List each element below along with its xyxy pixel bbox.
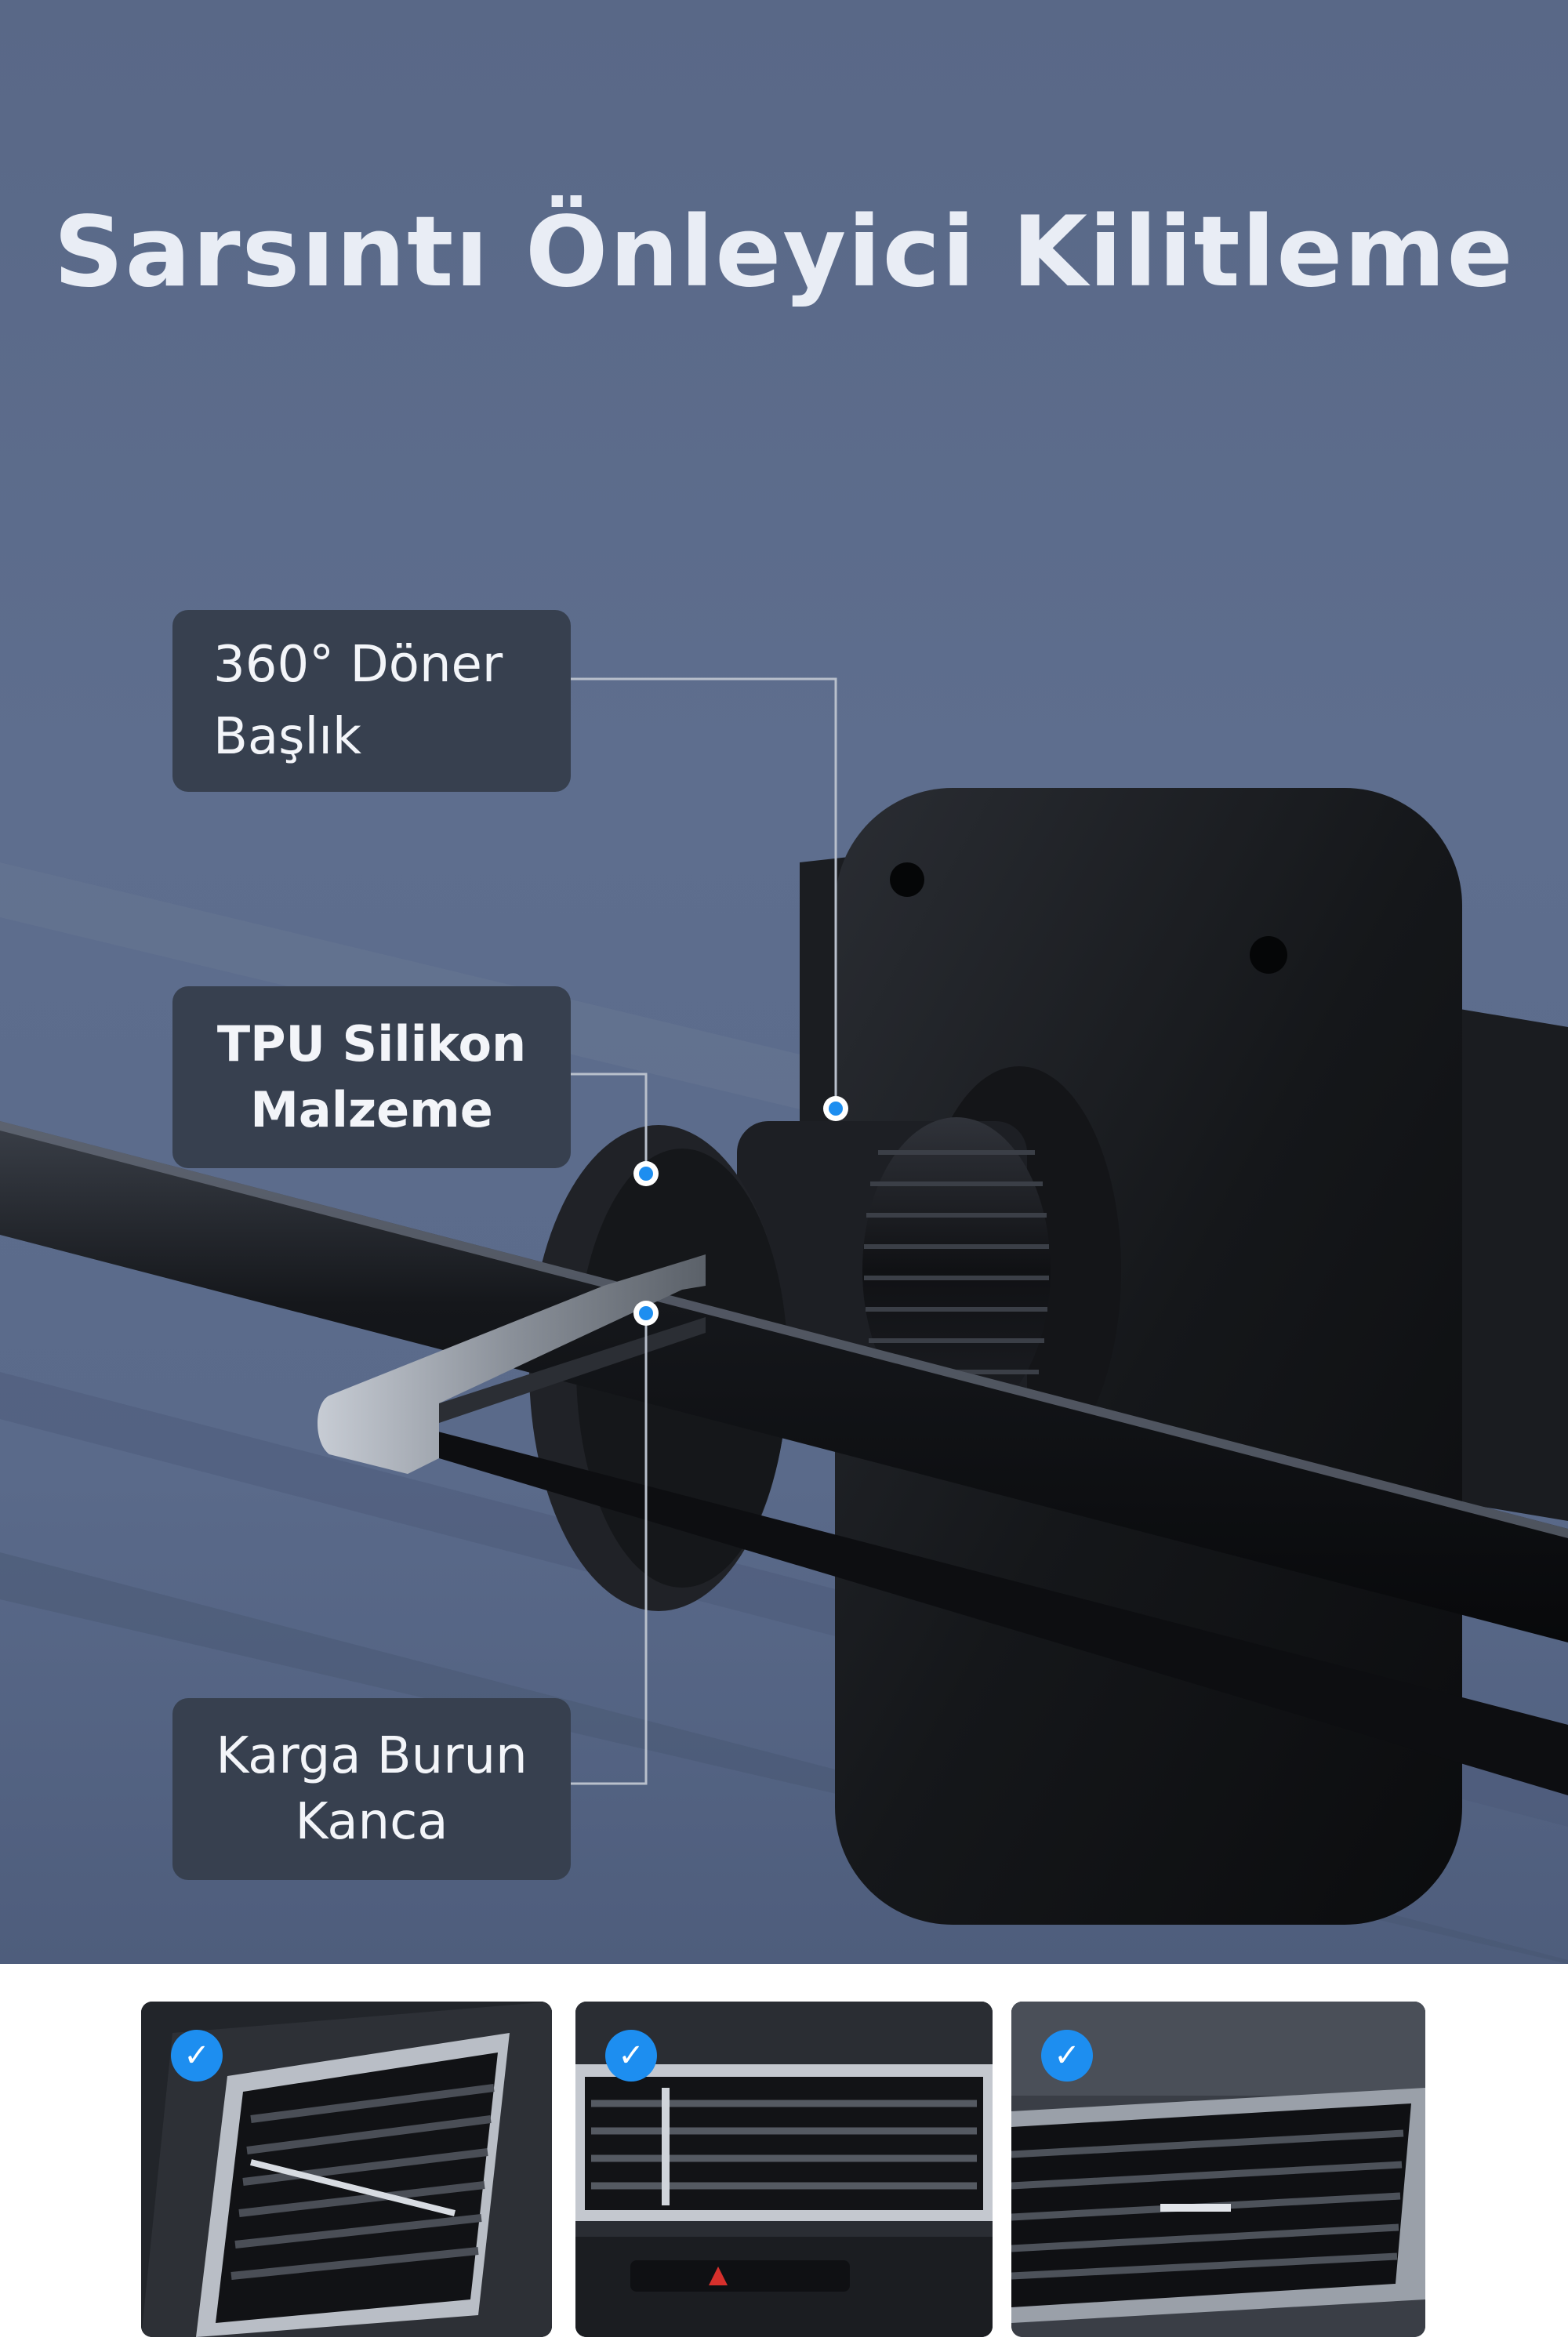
vent-photo-2-image [575, 2002, 993, 2337]
callout-tpu-line2: Malzeme [250, 1081, 493, 1138]
callout-swivel-head: 360° Döner Başlık [172, 610, 571, 792]
vent-photo-3: ✓ [1011, 2002, 1425, 2337]
leader-lines [571, 677, 837, 1785]
hook-shadow [439, 1317, 706, 1423]
knurl-ridges [864, 1150, 1049, 1374]
marker-dot-tpu-core [639, 1167, 653, 1181]
screw-hole [1250, 936, 1287, 974]
check-icon: ✓ [605, 2030, 657, 2082]
holder-body [835, 788, 1462, 1925]
callout-tpu-line1: TPU Silikon [216, 1015, 527, 1073]
hero-section: Sarsıntı Önleyici Kilitleme 360° Döner B… [0, 0, 1568, 1964]
callout-crow-beak-hook: Karga Burun Kanca [172, 1698, 571, 1880]
callout-swivel-line2: Başlık [213, 708, 362, 766]
knurled-nut [862, 1117, 1051, 1423]
page-title: Sarsıntı Önleyici Kilitleme [53, 196, 1515, 309]
check-icon: ✓ [1041, 2030, 1093, 2082]
callout-swivel-line1: 360° Döner [213, 636, 503, 694]
callout-tpu-material: TPU Silikon Malzeme [172, 986, 571, 1168]
marker-dot-swivel-core [829, 1102, 843, 1116]
vent-slat-highlight [0, 1121, 1568, 1538]
vent-photo-3-image [1011, 2002, 1425, 2337]
screw-hole [890, 862, 924, 897]
crow-beak-hook [318, 1254, 706, 1474]
check-icon: ✓ [171, 2030, 223, 2082]
marker-dot-hook-core [639, 1306, 653, 1320]
callout-hook-line1: Karga Burun [216, 1727, 528, 1785]
vent-slat [329, 1403, 1568, 1795]
callout-hook-line2: Kanca [295, 1793, 448, 1851]
vent-photo-1: ✓ [141, 2002, 552, 2337]
compatibility-thumbnails: ✓ ✓ [0, 1964, 1568, 2352]
vent-photo-2: ✓ [575, 2002, 993, 2337]
vent-slat [0, 1121, 1568, 1642]
car-mount-illustration [0, 677, 1568, 1964]
